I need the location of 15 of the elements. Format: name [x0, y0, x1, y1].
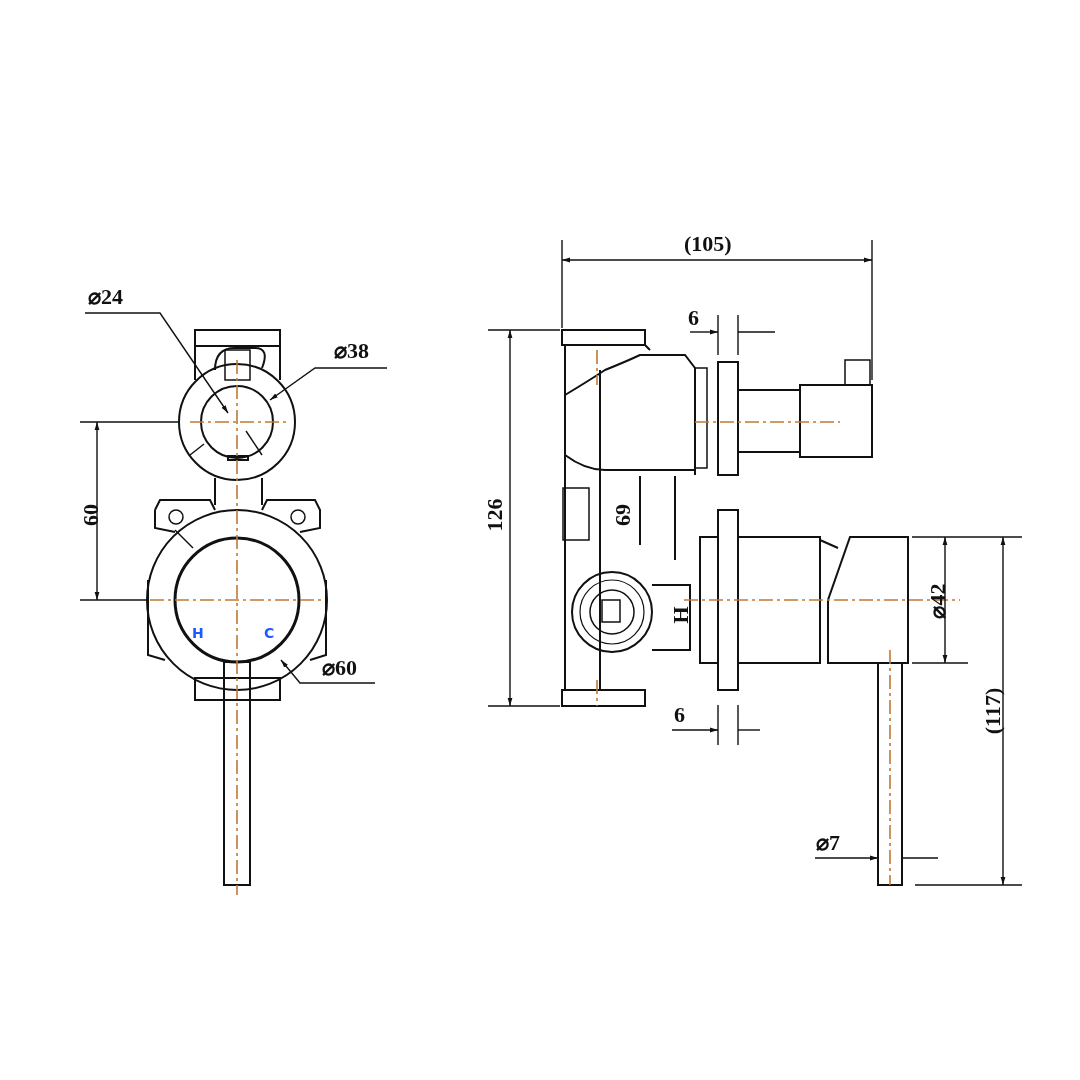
dimension-label: (105)	[684, 233, 732, 255]
embossed-number: 69	[612, 504, 634, 526]
embossed-letter: H	[192, 624, 204, 643]
dimension-label: ⌀60	[322, 657, 357, 679]
dimension-label: ⌀42	[926, 583, 949, 619]
dimension-label: 60	[80, 504, 102, 526]
embossed-letter: H	[669, 606, 692, 624]
dimension-label: 6	[688, 307, 699, 329]
dimension-label: ⌀7	[816, 832, 840, 854]
embossed-letter: C	[264, 624, 275, 643]
dimension-label: ⌀38	[334, 340, 369, 362]
dimension-label: 126	[483, 498, 506, 532]
dimension-label: (117)	[982, 687, 1005, 735]
dimension-label: 6	[674, 704, 685, 726]
dimension-label: ⌀24	[88, 286, 123, 308]
